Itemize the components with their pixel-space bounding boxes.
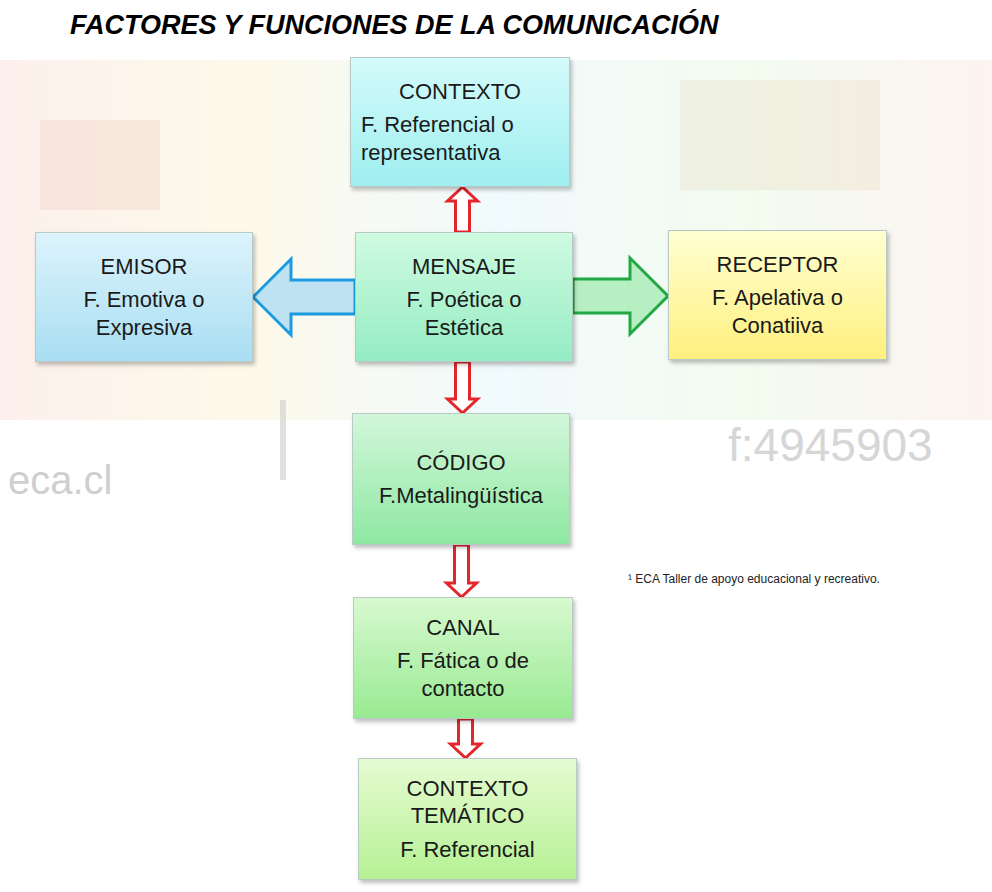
function-name: F.Metalingüística — [363, 482, 559, 510]
watermark-bar — [280, 400, 286, 480]
function-box: CANAL F. Fática o de contacto — [353, 597, 573, 719]
block-arrow — [448, 187, 478, 232]
function-box: CÓDIGO F.Metalingüística — [352, 413, 570, 545]
function-box: EMISOR F. Emotiva o Expresiva — [35, 232, 253, 362]
function-name: F. Referencial — [369, 836, 566, 864]
factor-name: EMISOR — [46, 253, 242, 281]
faded-photo — [0, 60, 992, 420]
block-arrow — [451, 719, 481, 758]
function-name: F. Apelativa o Conatiiva — [679, 284, 876, 339]
footnote: ¹ ECA Taller de apoyo educacional y recr… — [628, 572, 880, 586]
block-arrow — [573, 258, 668, 334]
function-box: RECEPTOR F. Apelativa o Conatiiva — [668, 230, 887, 360]
function-name: F. Emotiva o Expresiva — [46, 286, 242, 341]
factor-name: CANAL — [364, 614, 562, 642]
block-arrow — [447, 545, 477, 597]
block-arrow — [448, 362, 478, 413]
function-box: CONTEXTO F. Referencial o representativa — [350, 57, 570, 187]
factor-name: CONTEXTO TEMÁTICO — [369, 775, 566, 830]
diagram-title: FACTORES Y FUNCIONES DE LA COMUNICACIÓN — [70, 10, 719, 41]
function-name: F. Poética o Estética — [366, 286, 562, 341]
factor-name: MENSAJE — [366, 253, 562, 281]
block-arrow — [253, 259, 355, 335]
function-box: CONTEXTO TEMÁTICO F. Referencial — [358, 758, 577, 880]
function-name: F. Referencial o representativa — [361, 111, 559, 166]
factor-name: CONTEXTO — [361, 78, 559, 106]
factor-name: CÓDIGO — [363, 449, 559, 477]
faded-photo — [40, 120, 160, 210]
faded-photo — [680, 80, 880, 190]
function-box: MENSAJE F. Poética o Estética — [355, 232, 573, 362]
watermark: eca.cl — [8, 458, 113, 503]
watermark: f:4945903 — [728, 418, 933, 472]
factor-name: RECEPTOR — [679, 251, 876, 279]
function-name: F. Fática o de contacto — [364, 647, 562, 702]
